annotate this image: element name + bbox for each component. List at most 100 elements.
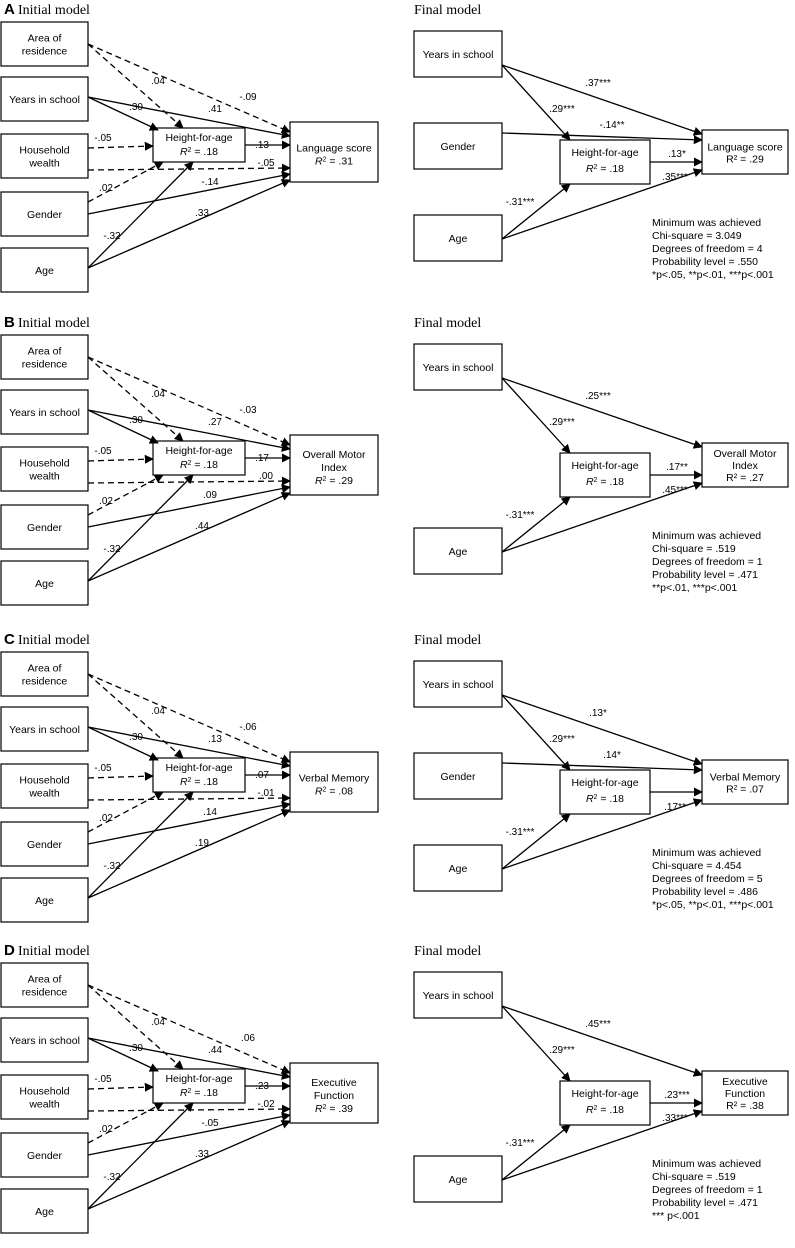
final-predictor-years-box: [413, 971, 503, 1019]
final-predictor-age-label-line: Age: [449, 233, 468, 245]
path-age-outcome: [87, 179, 291, 269]
final-outcome-r2: R² = .38: [726, 1100, 764, 1112]
path-years-outcome: [87, 96, 291, 139]
predictor-area-label-line: Area of: [28, 663, 62, 675]
final-predictor-gender-box: [413, 752, 503, 800]
coef-wealth-hfa: -.05: [94, 133, 112, 144]
coef-age-outcome: .19: [195, 838, 209, 849]
height-for-age-label: Height-for-age: [165, 132, 232, 144]
coef-wealth-hfa: -.05: [94, 446, 112, 457]
coef-years-hfa: .30: [129, 102, 143, 113]
outcome-r2: R2 = .08: [315, 786, 353, 798]
panel-letter: A: [4, 1, 15, 18]
predictor-years: Years in school: [0, 76, 89, 122]
final-outcome-node-box: [701, 442, 789, 488]
predictor-years-box: [0, 706, 89, 752]
predictor-gender: Gender: [0, 821, 89, 867]
final-coef-age-hfa: -.31***: [506, 510, 535, 521]
outcome-label: Verbal Memory: [299, 773, 370, 785]
final-predictor-age-label-line: Age: [449, 863, 468, 875]
predictor-area-label-line: residence: [22, 676, 68, 688]
final-predictor-age-box: [413, 214, 503, 262]
predictor-years: Years in school: [0, 1017, 89, 1063]
final-coef-years-hfa: .29***: [549, 104, 575, 115]
final-outcome-label: Index: [732, 460, 758, 472]
predictor-area-box: [0, 334, 89, 380]
path-age-outcome: [87, 492, 291, 582]
final-predictor-age-label: Age: [449, 1174, 468, 1186]
panel-letter: B: [4, 314, 15, 331]
final-height-for-age-r2: R2 = .18: [586, 476, 624, 488]
final-predictor-years: Years in school: [413, 971, 503, 1019]
final-predictor-years-label-line: Years in school: [423, 49, 494, 61]
fit-stat-line: Probability level = .550: [652, 256, 758, 268]
final-path-years-outcome: [501, 377, 703, 449]
path-age-hfa: [87, 1102, 194, 1210]
final-predictor-age-box: [413, 527, 503, 575]
fit-stat-line: Minimum was achieved: [652, 217, 761, 229]
predictor-gender-label: Gender: [27, 522, 63, 534]
coef-area-outcome: -.03: [239, 405, 257, 416]
coef-hfa-outcome: .07: [255, 770, 269, 781]
height-for-age-label: Height-for-age: [165, 445, 232, 457]
path-gender-hfa: [87, 161, 164, 203]
coef-wealth-outcome: -.01: [257, 788, 275, 799]
coef-hfa-outcome: .23: [255, 1081, 269, 1092]
path-years-hfa: [87, 96, 159, 131]
outcome-r2: R2 = .29: [315, 475, 353, 487]
predictor-years: Years in school: [0, 706, 89, 752]
coef-hfa-outcome: .13: [255, 140, 269, 151]
path-gender-outcome: [87, 1112, 291, 1156]
final-predictor-gender-box: [413, 122, 503, 170]
fit-stat-line: Minimum was achieved: [652, 847, 761, 859]
predictor-age-label: Age: [35, 578, 54, 590]
predictor-wealth-label-line: Household: [19, 775, 69, 787]
predictor-gender-box: [0, 504, 89, 550]
final-predictor-years-label: Years in school: [423, 990, 494, 1002]
coef-gender-hfa: .02: [99, 183, 113, 194]
path-wealth-hfa: [87, 141, 154, 151]
final-coef-gender-outcome: -.14**: [599, 120, 624, 131]
height-for-age-label: Height-for-age: [165, 762, 232, 774]
final-coef-years-outcome: .37***: [585, 78, 611, 89]
path-gender-hfa: [87, 791, 164, 833]
final-predictor-gender: Gender: [413, 122, 503, 170]
outcome-label: Index: [321, 462, 347, 474]
path-gender-hfa: [87, 474, 164, 516]
predictor-age: Age: [0, 247, 89, 293]
predictor-area-label-line: residence: [22, 987, 68, 999]
final-outcome-label: Executive: [722, 1076, 768, 1088]
final-coef-gender-outcome: .14*: [603, 750, 621, 761]
height-for-age-r2: R2 = .18: [180, 1087, 218, 1099]
initial-model-title: Initial model: [18, 316, 90, 331]
outcome-label: Function: [314, 1090, 354, 1102]
final-path-years-outcome: [501, 1005, 703, 1077]
predictor-age-box: [0, 877, 89, 923]
coef-years-outcome: .27: [208, 417, 222, 428]
predictor-area-label-line: residence: [22, 46, 68, 58]
path-years-outcome: [87, 726, 291, 769]
height-for-age-node-box: [152, 127, 246, 163]
height-for-age-node-box: [152, 1068, 246, 1104]
final-path-age-hfa: [501, 1124, 571, 1181]
path-age-hfa: [87, 474, 194, 582]
path-gender-outcome: [87, 484, 291, 528]
predictor-wealth-box: [0, 446, 89, 492]
final-predictor-years-box: [413, 30, 503, 78]
final-outcome-node-box: [701, 1070, 789, 1116]
fit-stat-line: *** p<.001: [652, 1210, 700, 1222]
final-predictor-age: Age: [413, 527, 503, 575]
final-height-for-age-node-box: [559, 452, 651, 498]
final-height-for-age-label: Height-for-age: [571, 777, 638, 789]
predictor-age-box: [0, 560, 89, 606]
final-outcome-label: Overall Motor: [713, 448, 777, 460]
